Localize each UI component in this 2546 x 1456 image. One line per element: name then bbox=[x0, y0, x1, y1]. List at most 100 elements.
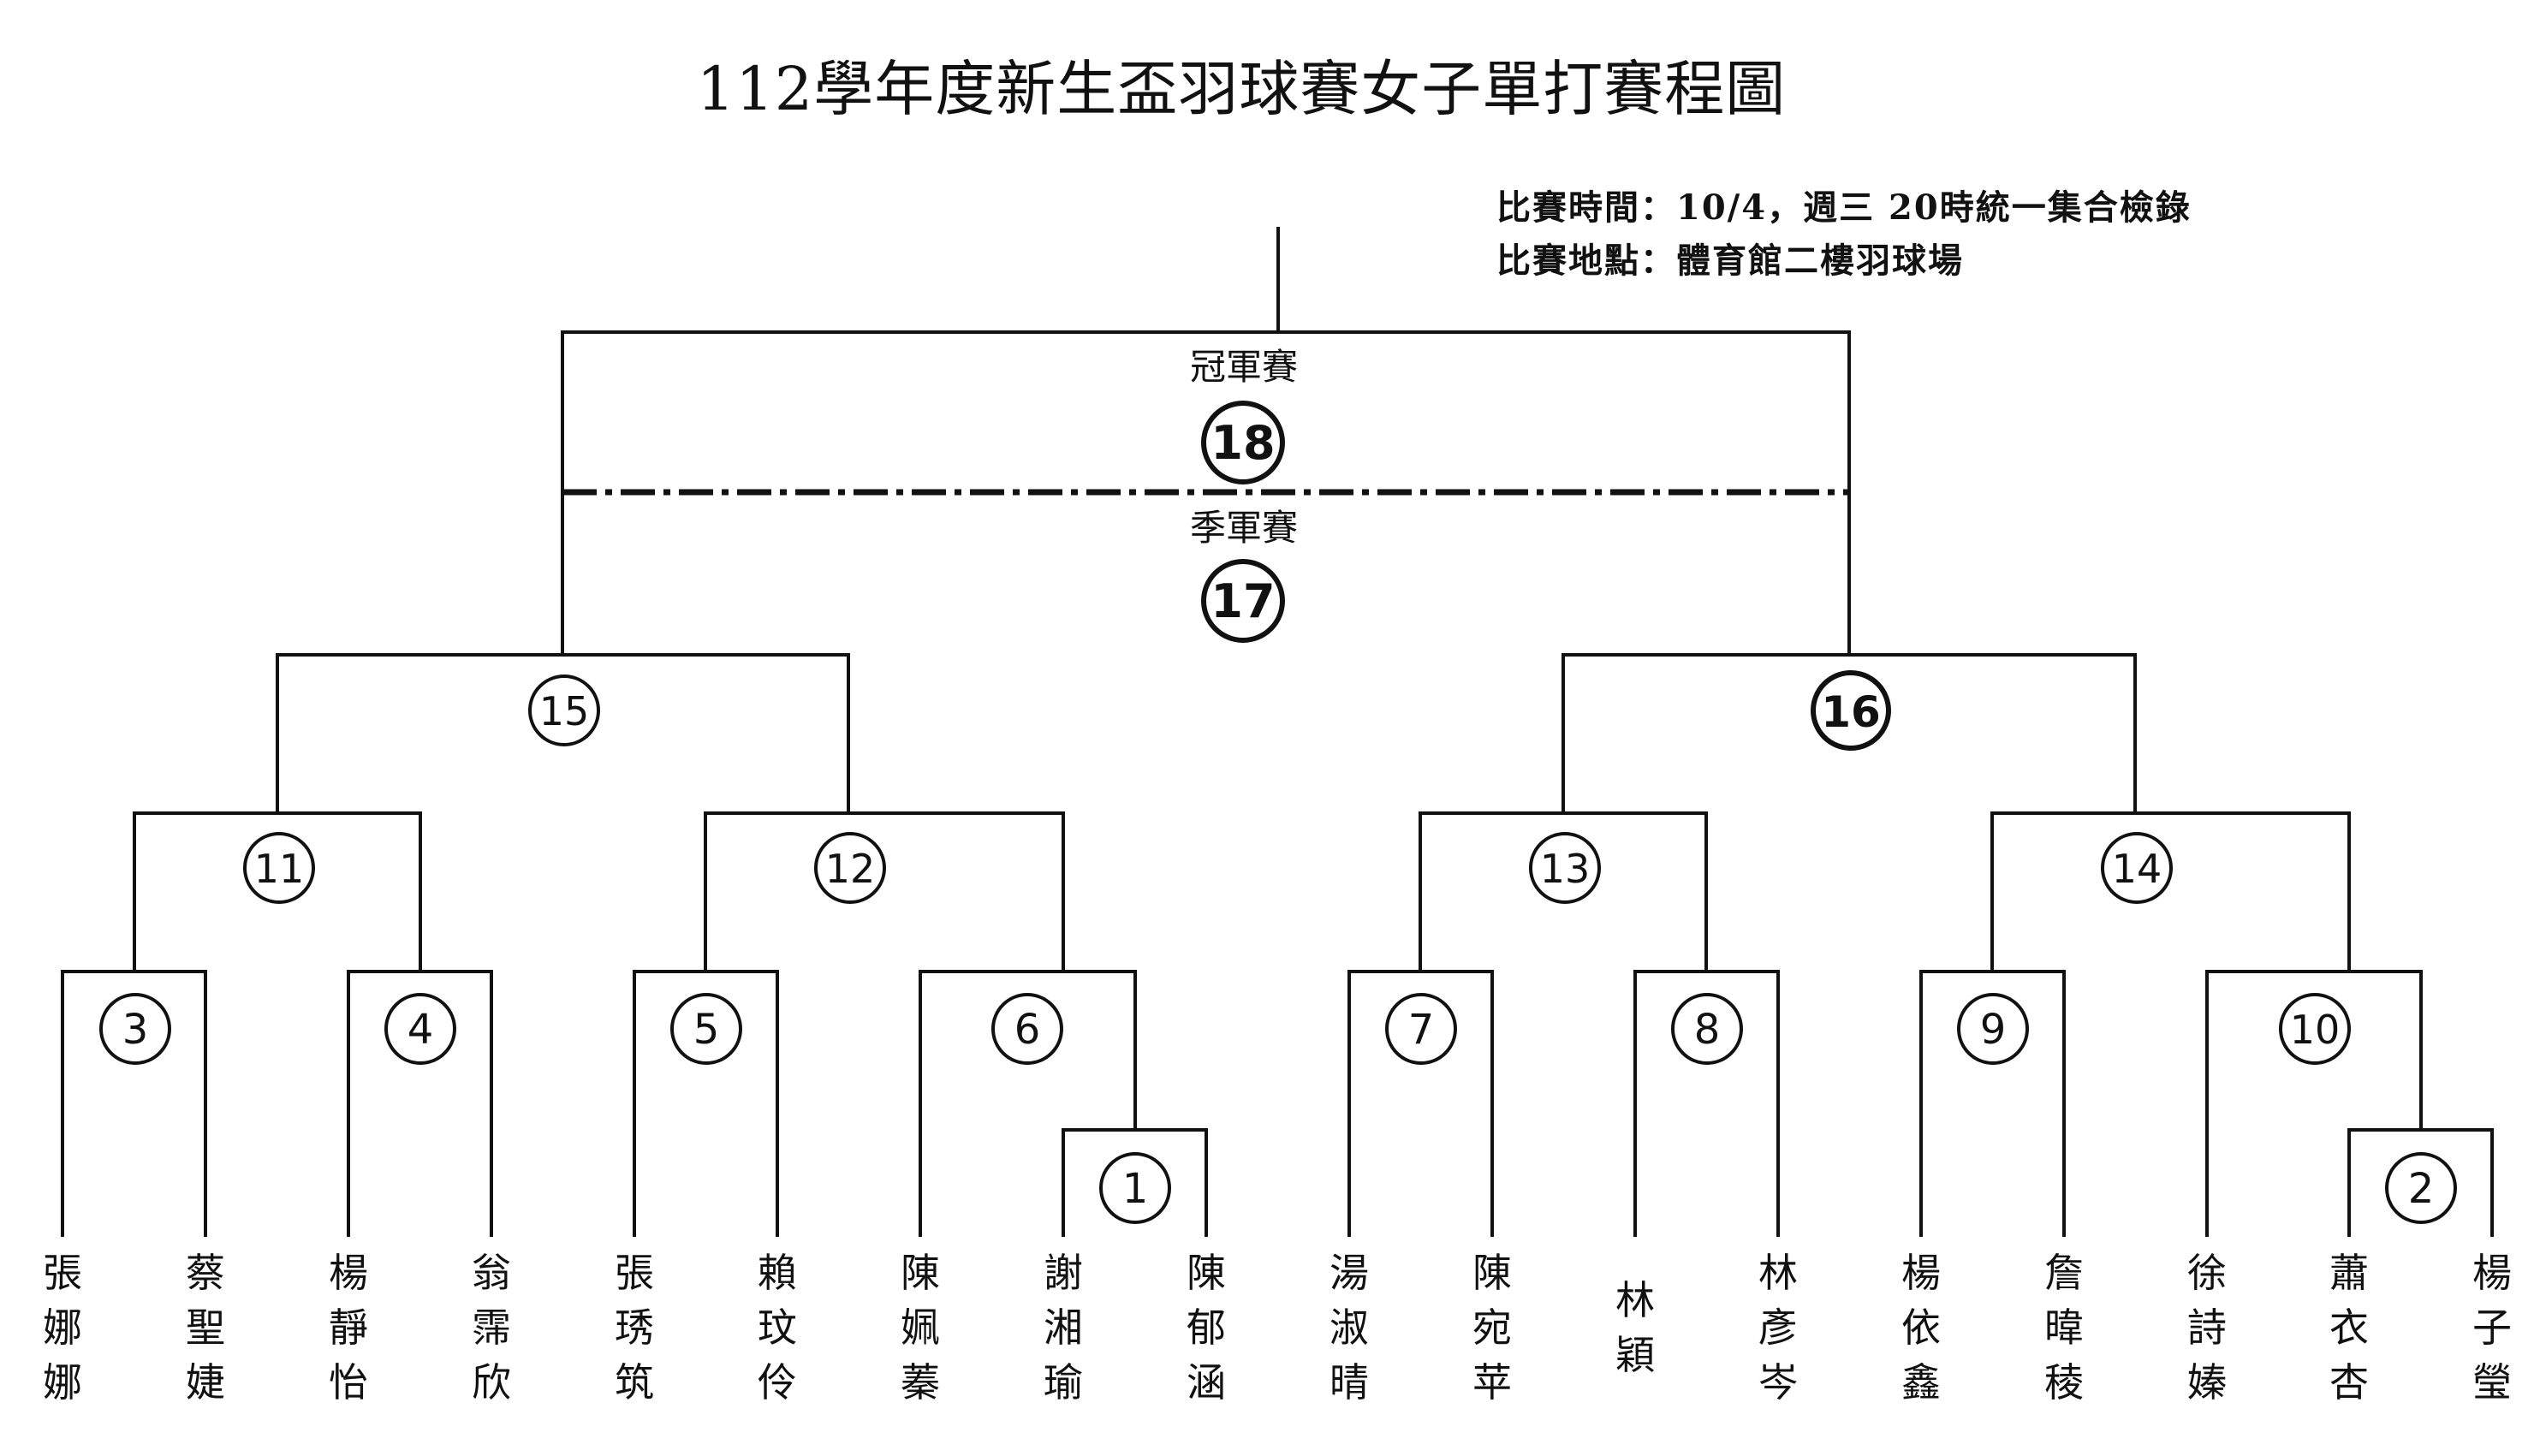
player-name-char: 蕭 bbox=[2329, 1250, 2369, 1296]
match-9-number: 9 bbox=[1980, 1006, 2007, 1054]
player-name: 楊依鑫 bbox=[1891, 1245, 1951, 1410]
player-name: 張娜娜 bbox=[33, 1245, 92, 1410]
page-title: 112學年度新生盃羽球賽女子單打賽程圖 bbox=[696, 54, 1787, 124]
player-name-char: 宛 bbox=[1472, 1304, 1512, 1351]
player-name-char: 娜 bbox=[43, 1359, 82, 1405]
match-11-number: 11 bbox=[254, 846, 305, 892]
player-name-char: 翁 bbox=[472, 1250, 511, 1296]
player-name-char: 楊 bbox=[2472, 1250, 2512, 1296]
final-label: 冠軍賽 bbox=[1189, 346, 1298, 388]
player-name: 楊靜怡 bbox=[318, 1245, 378, 1410]
player-name-char: 鑫 bbox=[1901, 1359, 1941, 1405]
player-name-char: 陳 bbox=[901, 1250, 940, 1296]
player-name: 楊子瑩 bbox=[2462, 1245, 2522, 1410]
player-name-char: 賴 bbox=[758, 1250, 797, 1296]
player-name-char: 楊 bbox=[1901, 1250, 1941, 1296]
player-name-char: 姵 bbox=[901, 1304, 940, 1351]
match-13-circle: 13 bbox=[1529, 832, 1601, 904]
player-name: 湯淑晴 bbox=[1319, 1245, 1379, 1410]
match-16-number: 16 bbox=[1821, 687, 1881, 737]
player-name-char: 怡 bbox=[329, 1359, 368, 1405]
player-name-char: 靜 bbox=[329, 1304, 368, 1351]
player-name-char: 暐 bbox=[2044, 1304, 2084, 1351]
player-name-char: 淑 bbox=[1330, 1304, 1369, 1351]
match-18-circle: 18 bbox=[1201, 401, 1285, 484]
player-name-char: 欣 bbox=[472, 1359, 511, 1405]
match-venue: 比賽地點：體育館二樓羽球場 bbox=[1496, 241, 1964, 281]
r16-6-bracket bbox=[919, 970, 1137, 1237]
match-7-number: 7 bbox=[1408, 1006, 1435, 1054]
player-name: 林彥岑 bbox=[1748, 1245, 1808, 1410]
qf-12-bracket bbox=[704, 811, 1065, 972]
player-name-char: 林 bbox=[1758, 1250, 1798, 1296]
player-name-char: 聖 bbox=[186, 1304, 225, 1351]
player-name: 詹暐稜 bbox=[2034, 1245, 2094, 1410]
player-name-char: 伶 bbox=[758, 1359, 797, 1405]
match-8-number: 8 bbox=[1694, 1006, 1721, 1054]
player-name-char: 蔡 bbox=[186, 1250, 225, 1296]
player-name-char: 瑩 bbox=[2472, 1359, 2512, 1405]
match-time: 比賽時間：10/4，週三 20時統一集合檢錄 bbox=[1496, 187, 2192, 228]
r16-3-bracket bbox=[61, 970, 207, 1237]
match-9-circle: 9 bbox=[1957, 993, 2029, 1065]
match-3-number: 3 bbox=[122, 1006, 149, 1054]
player-name: 陳宛苹 bbox=[1462, 1245, 1522, 1410]
match-3-circle: 3 bbox=[99, 993, 171, 1065]
match-12-number: 12 bbox=[825, 846, 876, 892]
match-18-number: 18 bbox=[1211, 416, 1275, 470]
player-name-char: 陳 bbox=[1187, 1250, 1226, 1296]
player-name-char: 玟 bbox=[758, 1304, 797, 1351]
r16-10-bracket bbox=[2205, 970, 2423, 1237]
match-circles: 18 17 15 16 11 12 13 14 3 4 5 6 7 8 9 bbox=[99, 401, 2457, 1224]
player-name: 蕭衣杏 bbox=[2319, 1245, 2379, 1410]
player-name-char: 謝 bbox=[1044, 1250, 1083, 1296]
player-name-char: 陳 bbox=[1472, 1250, 1512, 1296]
player-name-char: 湯 bbox=[1330, 1250, 1369, 1296]
r16-4-bracket bbox=[347, 970, 493, 1237]
player-name-char: 娜 bbox=[43, 1304, 82, 1351]
player-name: 陳郁涵 bbox=[1176, 1245, 1236, 1410]
player-name-char: 苹 bbox=[1472, 1359, 1512, 1405]
semi-right-bracket bbox=[1562, 653, 2137, 813]
player-name-char: 依 bbox=[1901, 1304, 1941, 1351]
player-name: 陳姵蓁 bbox=[890, 1245, 950, 1410]
match-6-circle: 6 bbox=[991, 993, 1063, 1065]
player-name-char: 湘 bbox=[1044, 1304, 1083, 1351]
player-name-char: 婕 bbox=[186, 1359, 225, 1405]
prelim-2-bracket bbox=[2347, 1128, 2494, 1237]
match-2-number: 2 bbox=[2408, 1165, 2435, 1213]
player-name-char: 張 bbox=[615, 1250, 654, 1296]
semi-left-bracket bbox=[276, 653, 850, 813]
match-8-circle: 8 bbox=[1671, 993, 1743, 1065]
match-11-circle: 11 bbox=[243, 832, 315, 904]
player-name-char: 徐 bbox=[2187, 1250, 2227, 1296]
player-name: 賴玟伶 bbox=[747, 1245, 807, 1410]
player-name-char: 杏 bbox=[2329, 1359, 2369, 1405]
qf-13-bracket bbox=[1419, 811, 1708, 972]
player-name: 徐詩嫀 bbox=[2177, 1245, 2237, 1410]
player-name-char: 晴 bbox=[1330, 1359, 1369, 1405]
player-name-char: 筑 bbox=[615, 1359, 654, 1405]
r16-7-bracket bbox=[1347, 970, 1494, 1237]
match-12-circle: 12 bbox=[814, 832, 886, 904]
match-14-number: 14 bbox=[2112, 846, 2162, 892]
match-7-circle: 7 bbox=[1385, 993, 1457, 1065]
match-10-number: 10 bbox=[2290, 1007, 2341, 1053]
player-name-char: 琇 bbox=[615, 1304, 654, 1351]
match-13-number: 13 bbox=[1540, 846, 1591, 892]
match-10-circle: 10 bbox=[2279, 993, 2351, 1065]
prelim-1-bracket bbox=[1062, 1128, 1208, 1237]
player-name: 謝湘瑜 bbox=[1033, 1245, 1093, 1410]
player-name-char: 蓁 bbox=[901, 1359, 940, 1405]
player-name-char: 霈 bbox=[472, 1304, 511, 1351]
match-1-number: 1 bbox=[1122, 1165, 1149, 1213]
player-name-char: 嫀 bbox=[2187, 1359, 2227, 1405]
player-name-char: 稜 bbox=[2044, 1359, 2084, 1405]
player-name: 蔡聖婕 bbox=[175, 1245, 235, 1410]
player-name-char: 詹 bbox=[2044, 1250, 2084, 1296]
player-name-char: 詩 bbox=[2187, 1304, 2227, 1351]
match-17-number: 17 bbox=[1211, 574, 1275, 628]
r16-8-bracket bbox=[1633, 970, 1780, 1237]
player-name-char: 林 bbox=[1615, 1277, 1655, 1323]
player-name-char: 瑜 bbox=[1044, 1359, 1083, 1405]
